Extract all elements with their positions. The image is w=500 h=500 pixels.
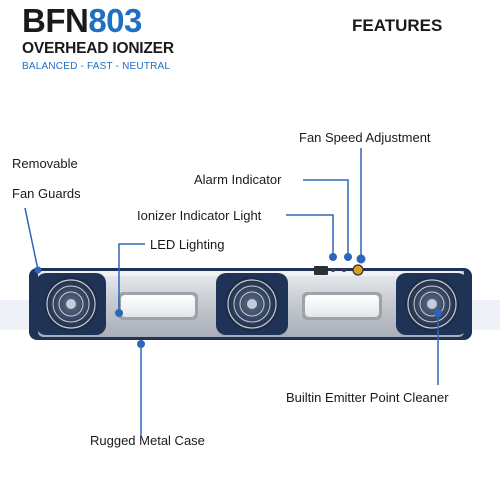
model-prefix: BFN: [22, 2, 89, 39]
label-case: Rugged Metal Case: [90, 433, 205, 448]
label-emitter: Builtin Emitter Point Cleaner: [286, 390, 449, 405]
fan-right: [396, 273, 468, 335]
label-led: LED Lighting: [150, 237, 225, 252]
ionizer-body: [29, 264, 472, 340]
callout-lines: [24, 148, 439, 436]
power-switch: [314, 266, 328, 275]
callout-dot-alarm: [344, 253, 352, 261]
label-ionizer-light: Ionizer Indicator Light: [137, 208, 262, 223]
callout-line-led: [118, 243, 145, 313]
callout-dot-emitter: [434, 309, 442, 317]
label-removable: Removable: [12, 156, 78, 171]
fan-speed-knob: [352, 264, 364, 276]
callout-dot-case: [137, 340, 145, 348]
fan-center: [216, 273, 288, 335]
callout-dots: [34, 253, 442, 348]
led-window-left: [121, 295, 195, 317]
label-fan-guards: Fan Guards: [12, 186, 81, 201]
callout-dot-fan-guards: [34, 266, 42, 274]
fan-left: [36, 273, 106, 335]
features-heading: FEATURES: [352, 16, 443, 35]
alarm-indicator: [342, 268, 346, 272]
callout-line-fan-guards: [24, 207, 39, 271]
ionizer-indicator: [331, 268, 335, 272]
label-fan-speed: Fan Speed Adjustment: [299, 130, 431, 145]
model-name: BFN803: [22, 4, 142, 37]
product-subtitle: OVERHEAD IONIZER: [22, 40, 174, 57]
callout-line-ionizer: [286, 214, 334, 255]
callout-dot-ionizer: [329, 253, 337, 261]
model-number: 803: [88, 2, 142, 39]
callout-dot-led: [115, 309, 123, 317]
product-tagline: BALANCED - FAST - NEUTRAL: [22, 61, 171, 72]
callout-dot-fan-speed: [356, 254, 366, 264]
led-window-right: [305, 295, 379, 317]
callout-line-alarm: [303, 179, 349, 255]
label-alarm: Alarm Indicator: [194, 172, 282, 187]
